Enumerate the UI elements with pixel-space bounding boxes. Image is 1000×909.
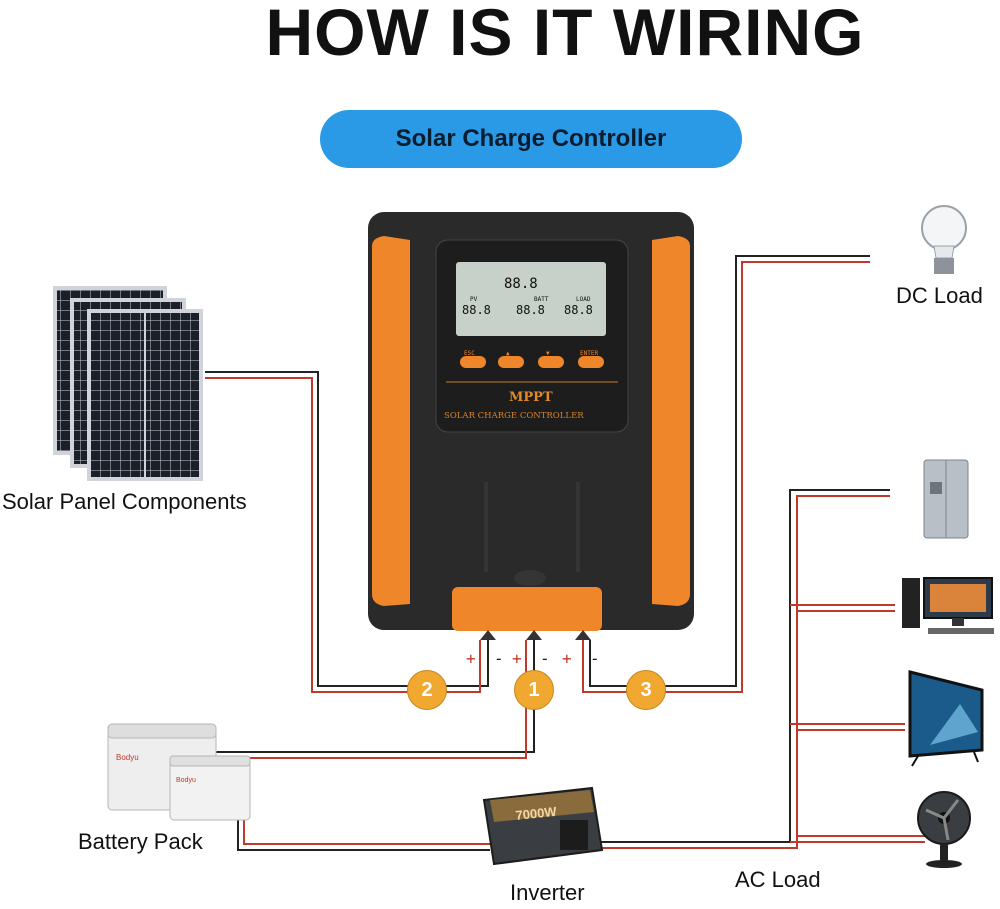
button-down-label: ▼ bbox=[546, 350, 550, 357]
lcd-load-value: 88.8 bbox=[564, 303, 593, 317]
lcd-load-label: LOAD bbox=[576, 296, 591, 303]
button-up-label: ▲ bbox=[506, 350, 510, 357]
computer-icon bbox=[902, 577, 994, 634]
light-bulb-icon bbox=[921, 205, 967, 274]
refrigerator-icon bbox=[923, 459, 969, 539]
dc-load-label: DC Load bbox=[896, 283, 983, 308]
solar-wire bbox=[205, 371, 489, 693]
connection-marker-2: 2 bbox=[407, 670, 447, 710]
controller-banner: Solar Charge Controller bbox=[320, 110, 742, 168]
button-esc-label: ESC bbox=[464, 350, 475, 357]
battery-wire bbox=[216, 640, 535, 759]
fan-icon bbox=[917, 791, 971, 868]
connection-marker-3: 3 bbox=[626, 670, 666, 710]
button-enter-label: ENTER bbox=[580, 350, 598, 357]
solar-panel-icon bbox=[53, 286, 203, 481]
ac-load-label: AC Load bbox=[735, 867, 821, 892]
inverter-wire bbox=[237, 812, 490, 851]
ac-load-bus bbox=[600, 489, 925, 849]
solar-panel-label: Solar Panel Components bbox=[2, 489, 247, 514]
lcd-pv-label: PV bbox=[470, 296, 478, 303]
terminal-sign: + bbox=[466, 649, 476, 668]
battery-brand: Bodyu bbox=[176, 777, 196, 784]
connection-marker-1: 1 bbox=[514, 670, 554, 710]
charge-controller bbox=[368, 212, 694, 640]
controller-brand: MPPT bbox=[509, 390, 553, 405]
terminal-sign: + bbox=[562, 649, 572, 668]
terminal-sign: - bbox=[540, 649, 550, 668]
battery-pack-label: Battery Pack bbox=[78, 829, 203, 854]
television-icon bbox=[908, 670, 984, 767]
battery-brand: Bodyu bbox=[116, 753, 139, 762]
lcd-batt-label: BATT bbox=[534, 296, 549, 303]
lcd-batt-value: 88.8 bbox=[516, 303, 545, 317]
terminal-sign: + bbox=[512, 649, 522, 668]
terminal-sign: - bbox=[494, 649, 504, 668]
lcd-center-value: 88.8 bbox=[504, 276, 538, 292]
battery-pack-icon bbox=[107, 723, 251, 821]
terminal-sign: - bbox=[590, 649, 600, 668]
inverter-rating: 7000W bbox=[515, 804, 558, 823]
page-title: HOW IS IT WIRING bbox=[265, 0, 865, 69]
lcd-pv-value: 88.8 bbox=[462, 303, 491, 317]
dc-load-wire bbox=[582, 255, 870, 693]
inverter-label: Inverter bbox=[510, 880, 585, 905]
inverter-icon bbox=[482, 786, 604, 866]
controller-subtitle: SOLAR CHARGE CONTROLLER bbox=[444, 411, 584, 421]
